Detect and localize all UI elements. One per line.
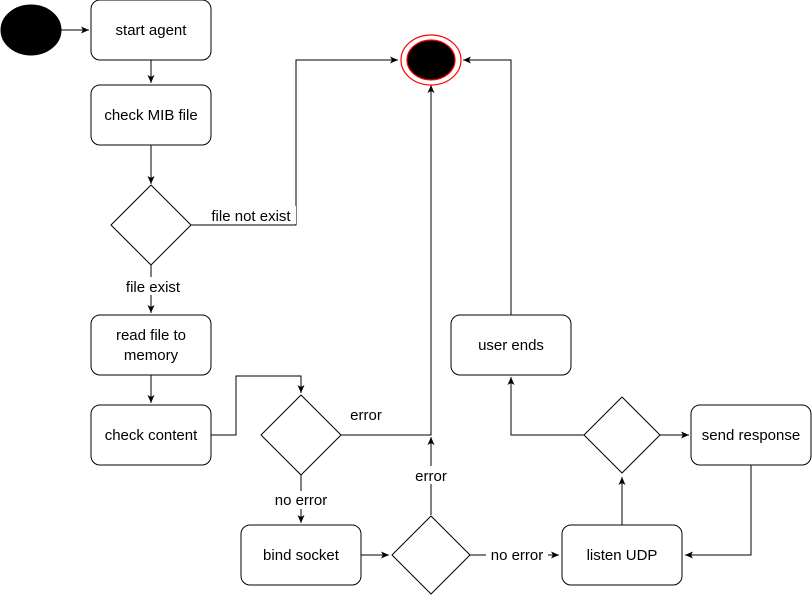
file-not-exist-label-bg bbox=[206, 206, 296, 224]
socket-no-error-label-bg bbox=[486, 546, 548, 564]
end-node bbox=[400, 34, 462, 86]
edge-user-ends-to-end bbox=[463, 56, 512, 315]
check-mib-file-label: check MIB file bbox=[104, 107, 197, 124]
user-ends-box bbox=[450, 314, 572, 376]
file-exist-label: file exist bbox=[126, 279, 181, 296]
read-file-box bbox=[90, 314, 212, 376]
socket-error-label-bg bbox=[412, 466, 450, 484]
read-file-label-line2: memory bbox=[124, 347, 179, 364]
check-content-box bbox=[90, 404, 212, 466]
read-file-label-line1: read file to bbox=[116, 327, 186, 344]
edge-check-content-to-decision bbox=[211, 375, 305, 436]
send-response-box bbox=[690, 404, 812, 466]
check-content-label: check content bbox=[105, 427, 198, 444]
decision-after-listen bbox=[583, 396, 661, 474]
file-not-exist-label: file not exist bbox=[211, 208, 291, 225]
send-response-label: send response bbox=[702, 427, 800, 444]
socket-error-label: error bbox=[415, 468, 447, 485]
check-mib-file-box bbox=[90, 84, 212, 146]
edge-content-error bbox=[341, 85, 435, 436]
user-ends-label: user ends bbox=[478, 337, 544, 354]
decision-socket-bound bbox=[391, 515, 471, 595]
edge-send-response-to-listen-udp bbox=[685, 465, 752, 559]
edge-decision-to-user-ends bbox=[507, 377, 584, 436]
content-error-label: error bbox=[350, 407, 382, 424]
decision-file-exists bbox=[110, 184, 192, 266]
decision-content-valid bbox=[260, 394, 342, 476]
bind-socket-label: bind socket bbox=[263, 547, 340, 564]
content-no-error-label: no error bbox=[275, 492, 328, 509]
bind-socket-box bbox=[240, 524, 362, 586]
content-no-error-label-bg bbox=[270, 491, 332, 509]
edge-file-not-exist bbox=[190, 56, 398, 226]
start-node bbox=[0, 4, 62, 56]
start-agent-box bbox=[90, 0, 212, 61]
socket-no-error-label: no error bbox=[491, 547, 544, 564]
file-exist-label-bg bbox=[120, 277, 184, 295]
listen-udp-box bbox=[561, 524, 683, 586]
start-agent-label: start agent bbox=[116, 22, 188, 39]
listen-udp-label: listen UDP bbox=[587, 547, 658, 564]
